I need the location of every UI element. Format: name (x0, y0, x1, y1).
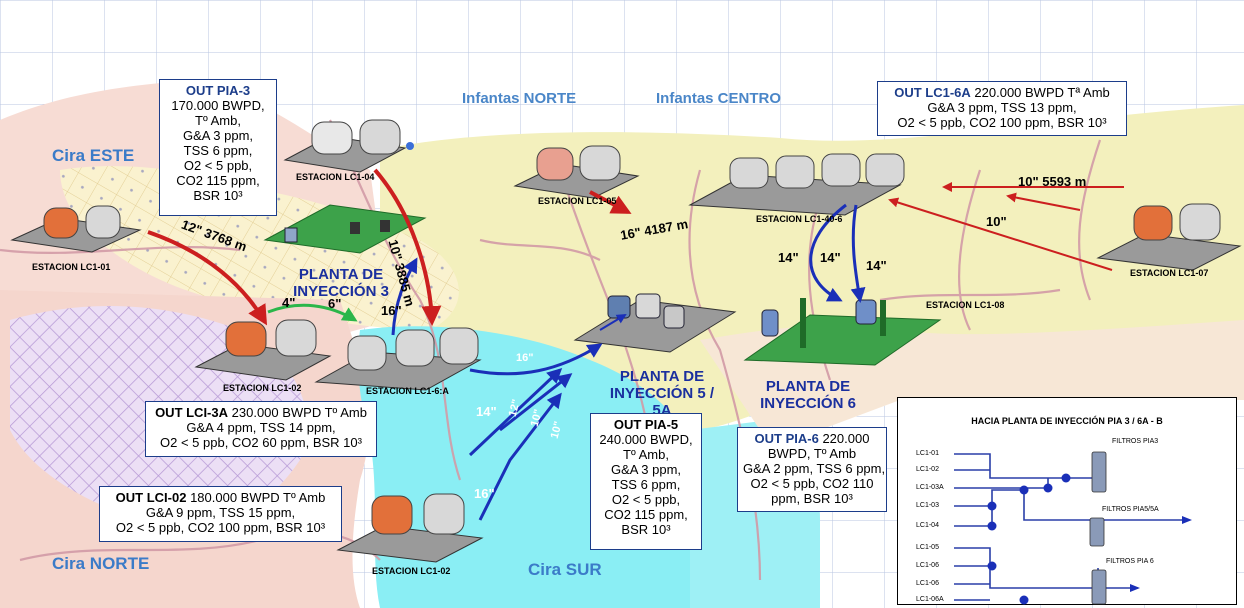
info-box-title: OUT LCI-02 (116, 490, 187, 505)
info-box-line: BWPD, Tº Amb (743, 446, 881, 461)
station-label-lc1-08: ESTACION LC1-08 (926, 300, 1004, 310)
station-label-lc1-01: ESTACION LC1-01 (32, 262, 110, 272)
pipe-label-16-pia3: 16" (381, 303, 402, 318)
station-label-lc1-40-6: ESTACION LC1-40-6 (756, 214, 842, 224)
legend-schematic (898, 398, 1238, 606)
info-box-line: Tº Amb, (165, 113, 271, 128)
filter-legend: HACIA PLANTA DE INYECCIÓN PIA 3 / 6A - B (897, 397, 1237, 605)
info-box-line: 220.000 (822, 431, 869, 446)
info-box-line: Tº Amb, (596, 447, 696, 462)
zone-cira-sur: Cira SUR (528, 560, 602, 580)
info-box-line: O2 < 5 ppb, CO2 110 (743, 476, 881, 491)
info-box-line: G&A 3 ppm, (596, 462, 696, 477)
info-box-line: G&A 3 ppm, TSS 13 ppm, (883, 100, 1121, 115)
pipe-label-10-5593: 10" 5593 m (1018, 174, 1086, 189)
info-box-out-lci-02: OUT LCI-02 180.000 BWPD Tº Amb G&A 9 ppm… (99, 486, 342, 542)
info-box-title: OUT PIA-6 (755, 431, 819, 446)
info-box-line: CO2 115 ppm, (596, 507, 696, 522)
info-box-line: O2 < 5 ppb, (596, 492, 696, 507)
legend-input-label: LC1-05 (916, 544, 939, 551)
info-box-line: G&A 4 ppm, TSS 14 ppm, (151, 420, 371, 435)
info-box-title: OUT PIA-5 (596, 417, 696, 432)
legend-input-label: LC1-03 (916, 502, 939, 509)
info-box-title: OUT PIA-3 (165, 83, 271, 98)
info-box-line: 180.000 BWPD Tº Amb (190, 490, 325, 505)
plant-label-pia6: PLANTA DE INYECCIÓN 6 (752, 378, 864, 412)
pipe-label-14-c: 14" (866, 258, 887, 273)
legend-output-label: FILTROS PIA 6 (1106, 558, 1154, 565)
pipe-label-14-d: 14" (476, 404, 497, 419)
info-box-line: BSR 10³ (165, 188, 271, 203)
pipe-label-16-b: 16" (516, 352, 533, 364)
info-box-line: O2 < 5 ppb, CO2 100 ppm, BSR 10³ (883, 115, 1121, 130)
info-box-line: 170.000 BWPD, (165, 98, 271, 113)
info-box-line: O2 < 5 ppb, CO2 60 ppm, BSR 10³ (151, 435, 371, 450)
info-box-out-lc1-6a: OUT LC1-6A 220.000 BWPD Tª Amb G&A 3 ppm… (877, 81, 1127, 136)
info-box-title: OUT LCI-3A (155, 405, 228, 420)
info-box-line: TSS 6 ppm, (165, 143, 271, 158)
info-box-line: CO2 115 ppm, (165, 173, 271, 188)
zone-cira-este: Cira ESTE (52, 146, 134, 166)
pipe-label-10: 10" (986, 214, 1007, 229)
info-box-line: BSR 10³ (596, 522, 696, 537)
legend-input-label: LC1-04 (916, 522, 939, 529)
legend-output-label: FILTROS PIA5/5A (1102, 506, 1159, 513)
plant-label-pia3: PLANTA DE INYECCIÓN 3 (286, 266, 396, 300)
station-label-lc1-6a: ESTACION LC1-6:A (366, 386, 449, 396)
pipe-label-14-a: 14" (778, 250, 799, 265)
info-box-out-pia5: OUT PIA-5 240.000 BWPD, Tº Amb, G&A 3 pp… (590, 413, 702, 550)
info-box-out-pia3: OUT PIA-3 170.000 BWPD, Tº Amb, G&A 3 pp… (159, 79, 277, 216)
legend-input-label: LC1-06 (916, 562, 939, 569)
station-label-lc1-07: ESTACION LC1-07 (1130, 268, 1208, 278)
legend-input-label: LC1-02 (916, 466, 939, 473)
legend-input-label: LC1-06 (916, 580, 939, 587)
info-box-line: 230.000 BWPD Tº Amb (232, 405, 367, 420)
zone-infantas-norte: Infantas NORTE (462, 90, 576, 107)
info-box-title: OUT LC1-6A (894, 85, 971, 100)
pipe-label-4: 4" (282, 295, 295, 310)
zone-infantas-centro: Infantas CENTRO (656, 90, 781, 107)
station-label-lc1-04: ESTACION LC1-04 (296, 172, 374, 182)
info-box-line: O2 < 5 ppb, (165, 158, 271, 173)
zone-cira-norte: Cira NORTE (52, 554, 149, 574)
pipe-label-6: 6" (328, 296, 341, 311)
info-box-line: ppm, BSR 10³ (743, 491, 881, 506)
info-box-line: G&A 9 ppm, TSS 15 ppm, (105, 505, 336, 520)
legend-input-label: LC1-01 (916, 450, 939, 457)
legend-input-label: LC1-03A (916, 484, 944, 491)
pipe-label-14-b: 14" (820, 250, 841, 265)
info-box-out-pia6: OUT PIA-6 220.000 BWPD, Tº Amb G&A 2 ppm… (737, 427, 887, 512)
info-box-out-lci-3a: OUT LCI-3A 230.000 BWPD Tº Amb G&A 4 ppm… (145, 401, 377, 457)
info-box-line: 220.000 BWPD Tª Amb (974, 85, 1109, 100)
info-box-line: 240.000 BWPD, (596, 432, 696, 447)
station-label-lc1-02-south: ESTACION LC1-02 (372, 566, 450, 576)
station-label-lc1-02-north: ESTACION LC1-02 (223, 383, 301, 393)
station-label-lc1-05: ESTACION LC1-05 (538, 196, 616, 206)
info-box-line: O2 < 5 ppb, CO2 100 ppm, BSR 10³ (105, 520, 336, 535)
legend-input-label: LC1-06A (916, 596, 944, 603)
info-box-line: TSS 6 ppm, (596, 477, 696, 492)
plant-label-pia5: PLANTA DE INYECCIÓN 5 / 5A (606, 368, 718, 419)
legend-output-label: FILTROS PIA3 (1112, 438, 1158, 445)
info-box-line: G&A 2 ppm, TSS 6 ppm, (743, 461, 881, 476)
pipe-label-16-c: 16" (474, 486, 495, 501)
info-box-line: G&A 3 ppm, (165, 128, 271, 143)
